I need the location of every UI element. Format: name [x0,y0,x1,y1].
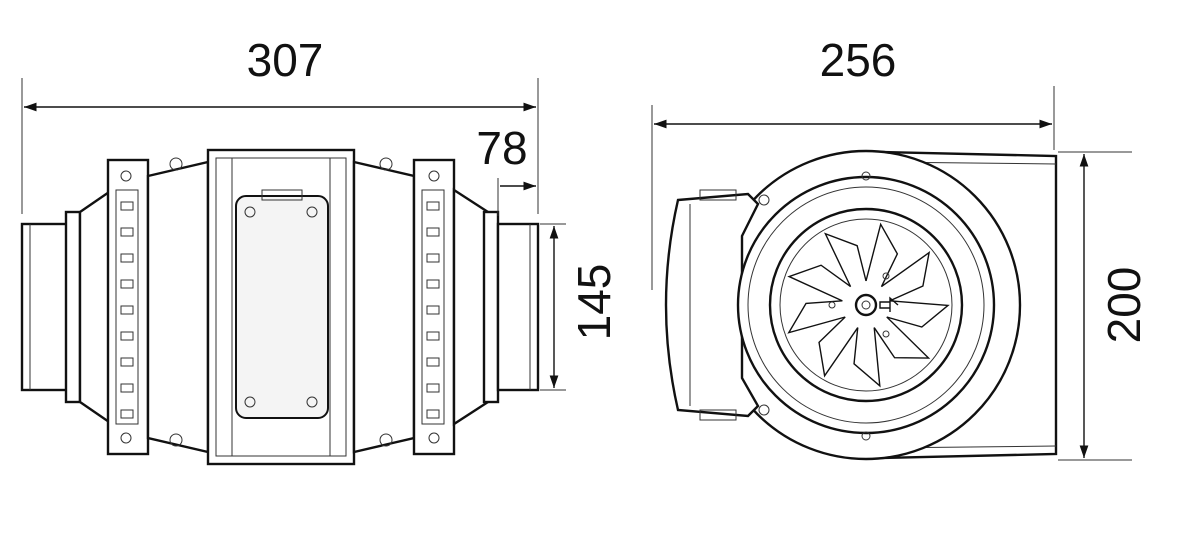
terminal-box [235,195,329,419]
clamp-rib [120,357,134,367]
dim-outlet-depth: 78 [476,122,536,216]
impeller-blade [818,316,859,378]
dim-side-length-value: 307 [247,34,324,86]
clamp-rib [426,357,440,367]
dim-front-height-value: 200 [1098,267,1150,344]
clamp-rib [426,227,440,237]
clamp-rib [120,227,134,237]
impeller-blade [865,222,899,287]
clamp-rib [120,383,134,393]
impeller-blade [886,300,950,328]
impeller-blade [853,327,881,388]
dim-duct-diameter-value: 145 [568,264,620,341]
clamp-rib [426,201,440,211]
impeller-blade [824,232,867,287]
dim-front-width-value: 256 [820,34,897,86]
dim-side-length: 307 [21,34,539,214]
impeller [787,222,950,388]
clamp-rib [120,305,134,315]
front-terminal-box [664,192,760,418]
impeller-blade [787,264,852,302]
dim-front-height: 200 [1058,151,1150,461]
impeller-blade [787,300,846,334]
dim-outlet-depth-value: 78 [476,122,527,174]
clamp-rib [426,253,440,263]
dim-front-width: 256 [651,34,1055,290]
clamp-rib [120,201,134,211]
clamp-rib [426,305,440,315]
right-duct-collar [482,210,540,404]
hub [854,293,878,317]
left-clamp-ribs [120,201,134,419]
right-clamp [412,158,456,456]
clamp-rib [426,331,440,341]
side-view: 307 78 145 [20,34,620,466]
front-view: 256 200 [651,34,1150,461]
clamp-rib [426,279,440,289]
left-clamp [106,158,150,456]
left-body [146,160,210,454]
motor-body [206,148,356,466]
dim-duct-diameter: 145 [540,223,620,391]
clamp-rib [120,279,134,289]
impeller-blade [881,251,931,302]
left-duct-collar [20,210,82,404]
right-clamp-ribs [426,201,440,419]
clamp-rib [426,383,440,393]
clamp-rib [426,409,440,419]
right-body [352,160,416,454]
clamp-rib [120,409,134,419]
rotation-arrow-icon [879,296,899,312]
clamp-rib [120,253,134,263]
impeller-blade [873,316,931,359]
clamp-rib [120,331,134,341]
